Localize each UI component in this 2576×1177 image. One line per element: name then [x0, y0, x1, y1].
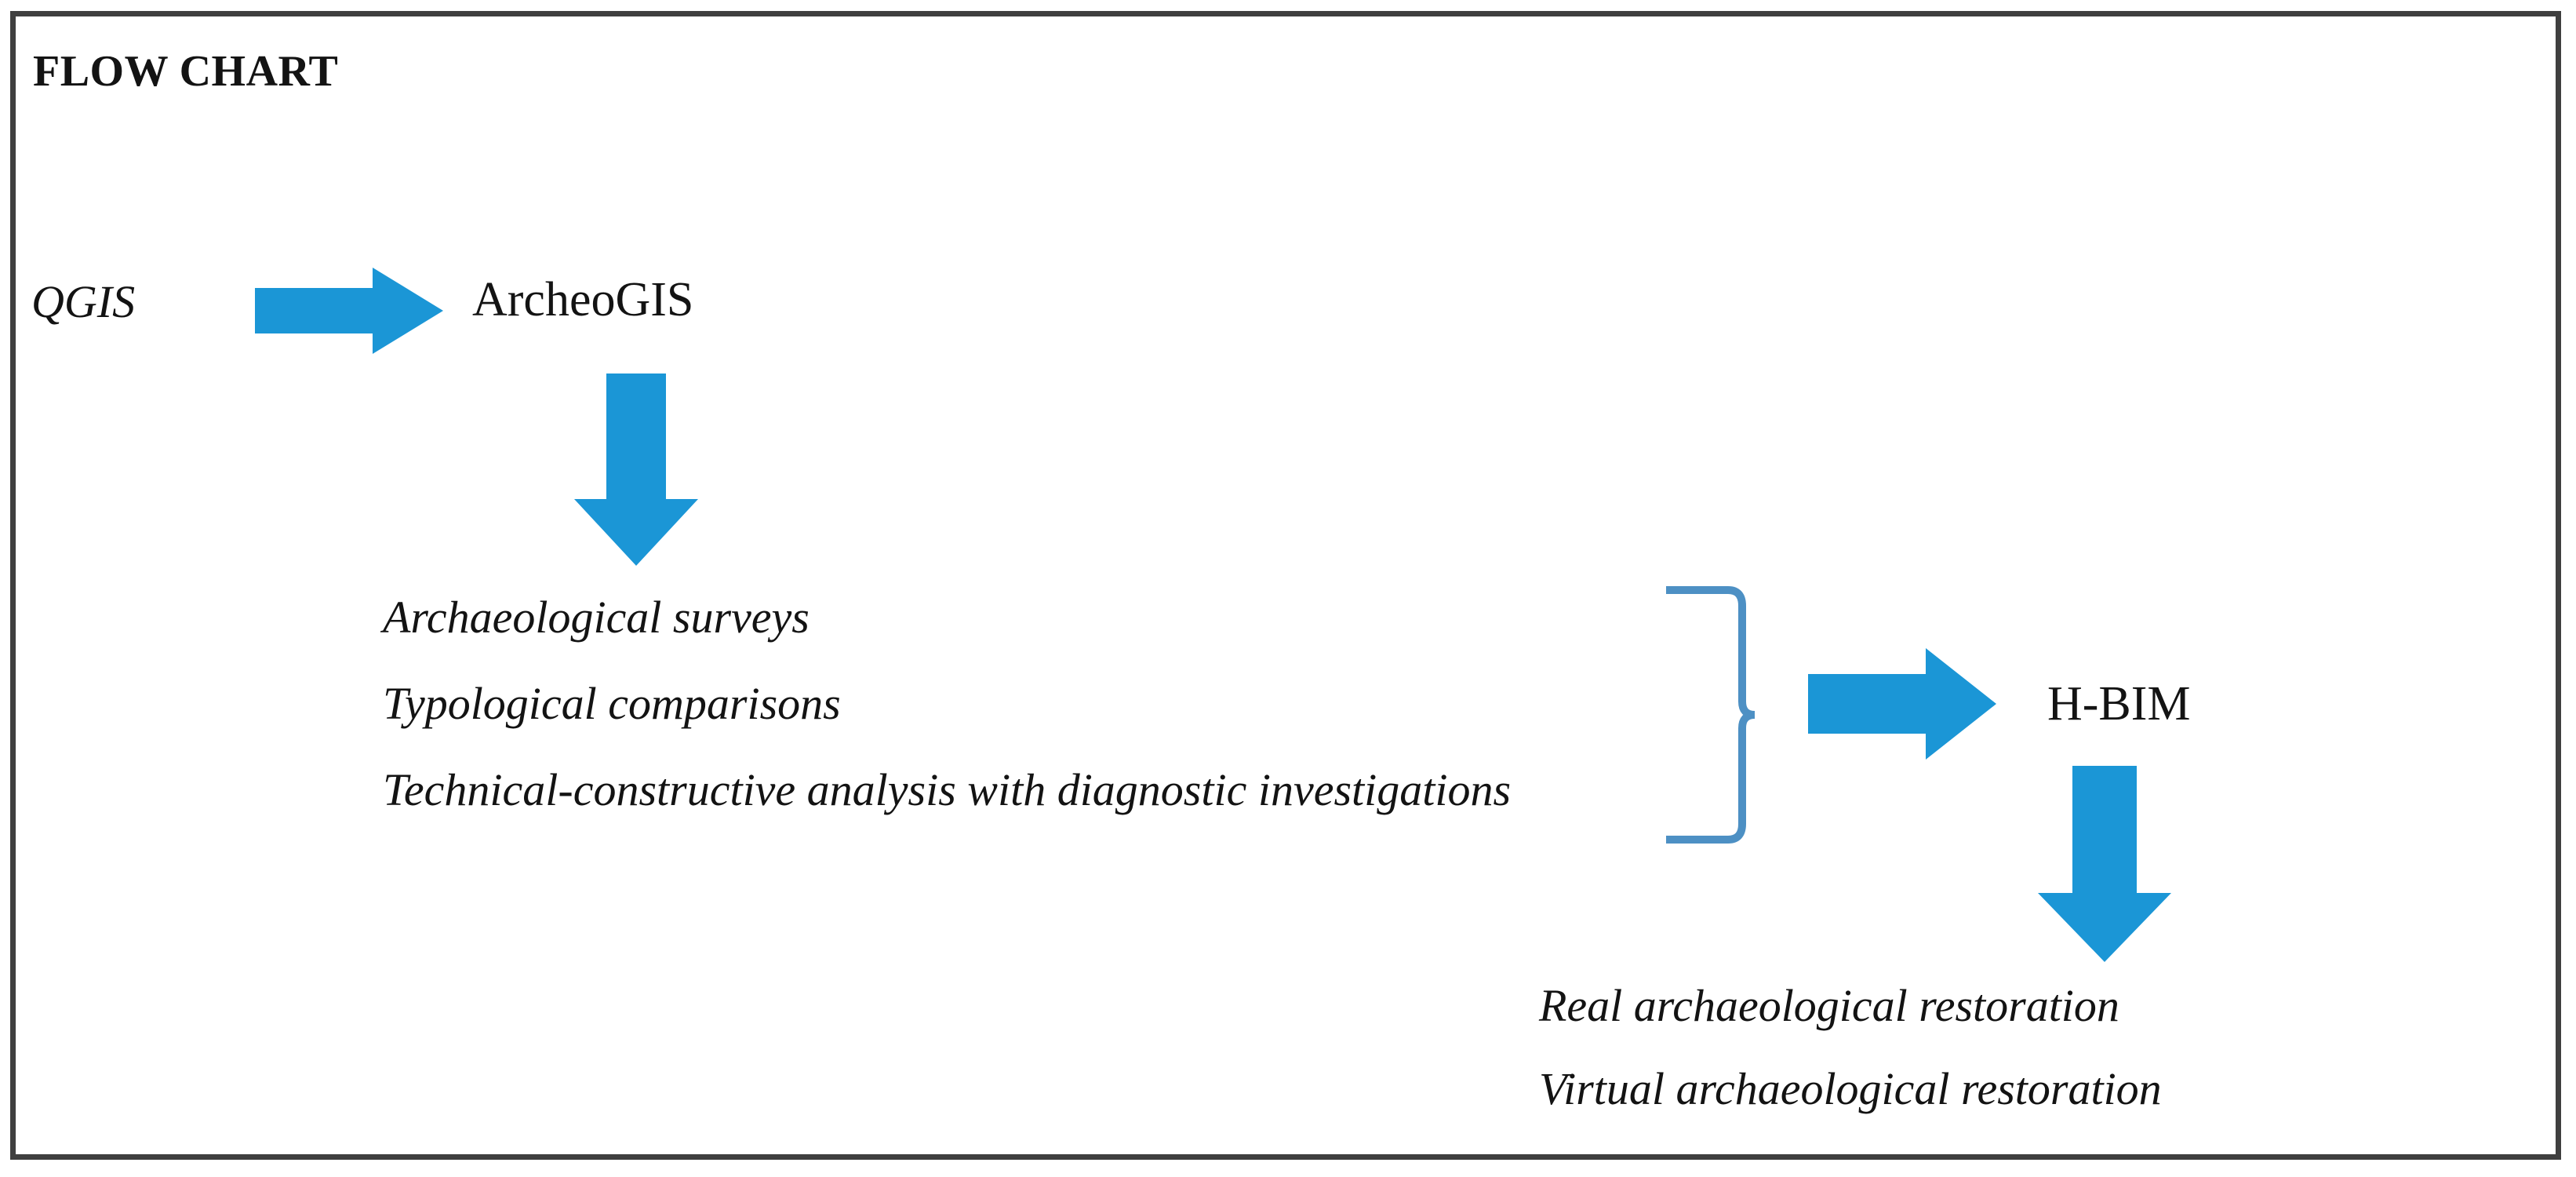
analysis-item-1: Typological comparisons [383, 678, 841, 729]
diagram-frame: FLOW CHART QGIS ArcheoGIS Archaeological… [10, 11, 2561, 1160]
node-archeogis-label: ArcheoGIS [472, 273, 694, 326]
analysis-item-2: Technical-constructive analysis with dia… [383, 764, 1512, 815]
arrow-right-brace-to-hbim [1808, 648, 1996, 760]
page-title: FLOW CHART [33, 47, 339, 96]
brace-analysis-group [1666, 586, 1756, 844]
arrow-down-archeogis-to-analysis [574, 374, 698, 566]
outcome-item-0: Real archaeological restoration [1539, 980, 2119, 1031]
node-qgis-label: QGIS [31, 276, 136, 327]
analysis-item-0: Archaeological surveys [383, 592, 810, 643]
arrow-down-hbim-to-outcomes [2038, 766, 2171, 962]
outcome-item-1: Virtual archaeological restoration [1539, 1063, 2162, 1114]
node-hbim-label: H-BIM [2047, 677, 2191, 731]
arrow-right-qgis-to-archeogis [255, 268, 443, 354]
